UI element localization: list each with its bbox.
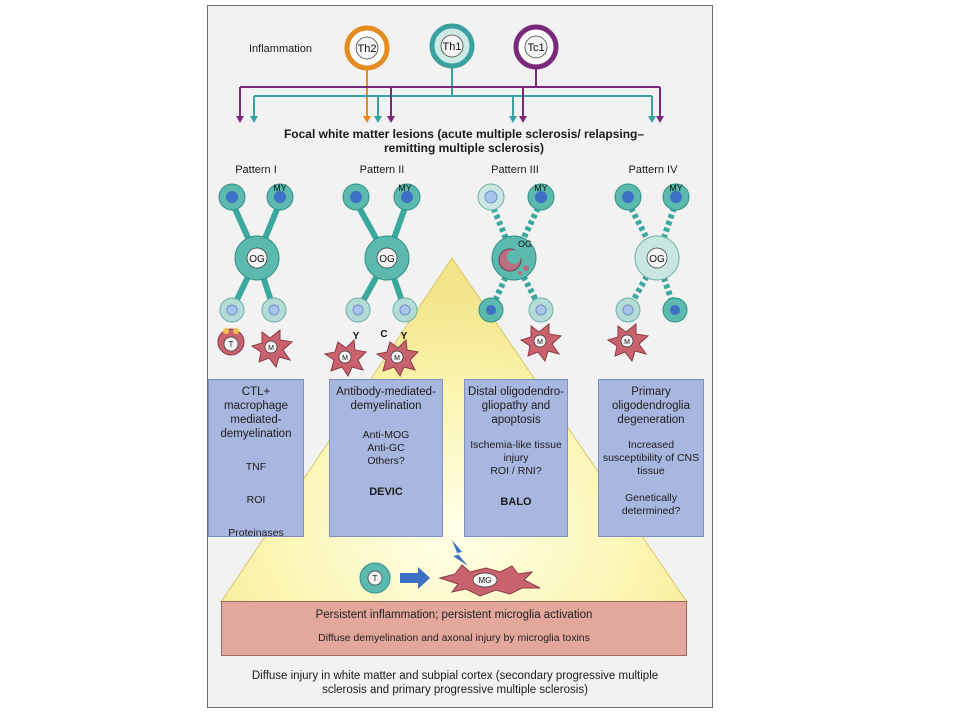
pattern-3-cells: MY OG M <box>477 183 563 363</box>
macrophage-label: M <box>537 339 543 346</box>
macrophage-label: M <box>394 355 400 362</box>
pattern-3-box: Distal oligodendro-gliopathy and apoptos… <box>464 379 568 537</box>
activation-arrow <box>400 567 430 589</box>
pattern-3-detail-2: ROI / RNI? <box>490 465 542 477</box>
pattern-2-cells: MY OG Y C Y M M <box>323 183 421 378</box>
oligodendrocyte-label: OG <box>649 254 665 265</box>
diffuse-demyelination-text: Diffuse demyelination and axonal injury … <box>318 632 590 644</box>
macrophage-label: M <box>342 355 348 362</box>
pattern-4-detail-1: Increased susceptibility of CNS tissue <box>602 439 700 477</box>
th1-cell: Th1 <box>429 23 475 69</box>
microglia-label: MG <box>479 576 492 585</box>
pattern-3-mechanism: Distal oligodendro-gliopathy and apoptos… <box>468 386 564 426</box>
t-cell-label: T <box>229 340 234 349</box>
footer-caption: Diffuse injury in white matter and subpi… <box>251 670 659 696</box>
pattern-4-mechanism: Primary oligodendroglia degeneration <box>611 386 690 426</box>
pattern-1-detail-1: TNF <box>245 461 267 473</box>
macrophage-label: M <box>624 339 630 346</box>
pattern-3-disease: BALO <box>500 496 532 508</box>
pattern-2-box: Antibody-mediated-demyelination Anti-MOG… <box>329 379 443 537</box>
antibody-label: Y <box>401 331 408 342</box>
complement-label: C <box>380 329 387 340</box>
pattern-1-box: CTL+ macrophage mediated-demyelination T… <box>208 379 304 539</box>
th1-label: Th1 <box>443 41 462 53</box>
oligodendrocyte-label: OG <box>379 254 395 265</box>
pattern-4-box: Primary oligodendroglia degeneration Inc… <box>598 379 704 537</box>
tc1-cell: Tc1 <box>513 24 559 70</box>
pattern-2-detail-1: Anti-MOG <box>362 429 410 441</box>
pattern-4-detail-2: Genetically determined? <box>621 492 681 517</box>
pattern-1-detail-2: ROI <box>246 494 266 506</box>
myelin-label: MY <box>534 183 548 193</box>
antibody-label: Y <box>353 331 360 342</box>
pattern-2-detail-3: Others? <box>367 455 405 467</box>
persistent-inflammation-box: Persistent inflammation; persistent micr… <box>221 601 687 656</box>
persistent-inflammation-text: Persistent inflammation; persistent micr… <box>315 609 593 621</box>
oligodendrocyte-label: OG <box>249 254 265 265</box>
t-cell-microglia-group: T MG <box>359 540 541 597</box>
myelin-label: MY <box>669 183 683 193</box>
myelin-label: MY <box>273 183 287 193</box>
oligodendrocyte-label: OG <box>518 239 532 249</box>
pattern-3-label: Pattern III <box>491 164 539 176</box>
pattern-4-cells: MY OG M <box>606 183 690 363</box>
myelin-label: MY <box>398 183 412 193</box>
lightning-icon <box>452 540 468 566</box>
th2-cell: Th2 <box>344 25 390 71</box>
pattern-2-disease: DEVIC <box>369 486 403 498</box>
pattern-2-label: Pattern II <box>359 164 405 176</box>
lesion-title: Focal white matter lesions (acute multip… <box>283 127 645 155</box>
pattern-2-detail-2: Anti-GC <box>367 442 405 454</box>
pattern-1-mechanism: CTL+ macrophage mediated-demyelination <box>220 386 292 440</box>
t-cell-label: T <box>373 574 378 583</box>
inflammation-label: Inflammation <box>249 43 312 55</box>
pattern-4-label: Pattern IV <box>628 164 678 176</box>
macrophage-label: M <box>268 345 274 352</box>
pattern-1-detail-3: Proteinases <box>228 527 284 539</box>
th2-label: Th2 <box>358 43 377 55</box>
tc1-label: Tc1 <box>527 42 544 54</box>
pattern-1-cells: MY OG T M <box>217 183 294 369</box>
pattern-1-label: Pattern I <box>235 164 277 176</box>
pattern-2-mechanism: Antibody-mediated-demyelination <box>336 386 436 412</box>
inflammation-arrows <box>236 66 664 123</box>
pattern-3-detail-1: Ischemia-like tissue injury <box>470 439 562 464</box>
